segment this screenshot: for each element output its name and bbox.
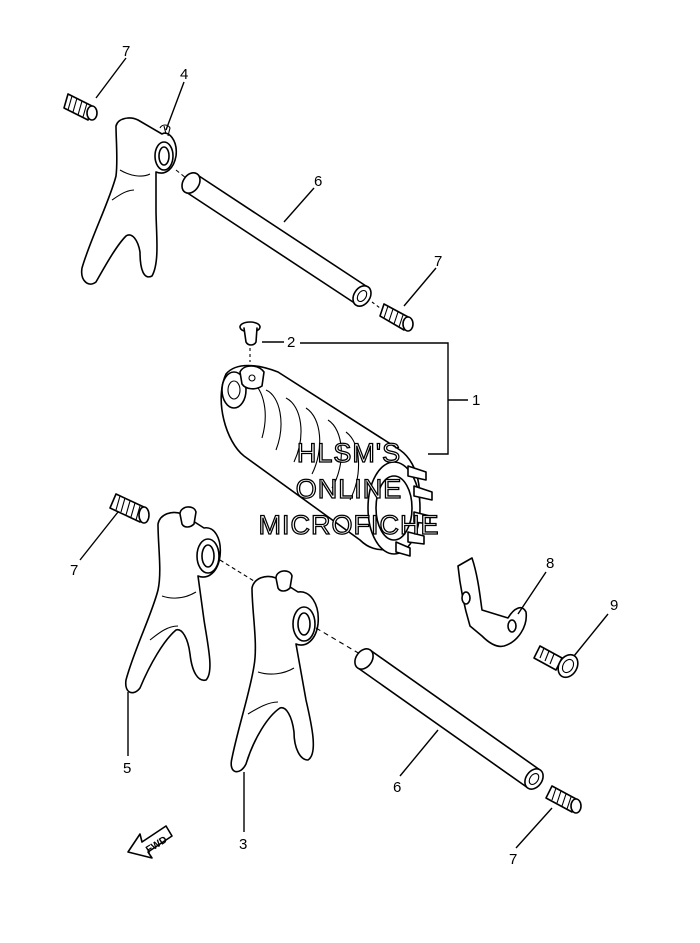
callout-4: 4 xyxy=(180,66,188,83)
callout-7-bottom-right: 7 xyxy=(509,851,517,868)
spring-bottom-right xyxy=(545,785,582,814)
callout-2: 2 xyxy=(287,334,295,351)
watermark-line-2: ONLINE xyxy=(296,474,403,504)
callout-5: 5 xyxy=(123,760,131,777)
spring-bottom-left xyxy=(109,493,150,524)
leader-lines xyxy=(79,57,609,849)
spring-top-right xyxy=(371,301,414,332)
fwd-arrow: FWD xyxy=(127,825,173,859)
pin xyxy=(239,321,261,362)
callout-6-top: 6 xyxy=(314,173,322,190)
callout-7-top-left: 7 xyxy=(122,43,130,60)
callout-1: 1 xyxy=(472,392,480,409)
shift-rod-bottom xyxy=(354,648,544,790)
callout-7-top-right: 7 xyxy=(434,253,442,270)
bolt xyxy=(533,645,579,679)
watermark-line-3: MICROFICHE xyxy=(259,510,440,540)
shift-drum xyxy=(220,364,433,557)
callout-7-bottom-left: 7 xyxy=(70,562,78,579)
shift-fork-left xyxy=(124,506,263,694)
spring-top-left xyxy=(63,93,98,121)
shift-rod-top xyxy=(175,169,372,308)
callout-8: 8 xyxy=(546,555,554,572)
callout-9: 9 xyxy=(610,597,618,614)
shift-fork-center xyxy=(230,570,361,773)
stopper-plate xyxy=(457,557,528,648)
shift-fork-top xyxy=(80,117,178,285)
watermark-line-1: HLSM'S xyxy=(297,438,401,468)
watermark: HLSM'S ONLINE MICROFICHE xyxy=(258,437,440,540)
callout-6-bottom: 6 xyxy=(393,779,401,796)
callout-3: 3 xyxy=(239,836,247,853)
